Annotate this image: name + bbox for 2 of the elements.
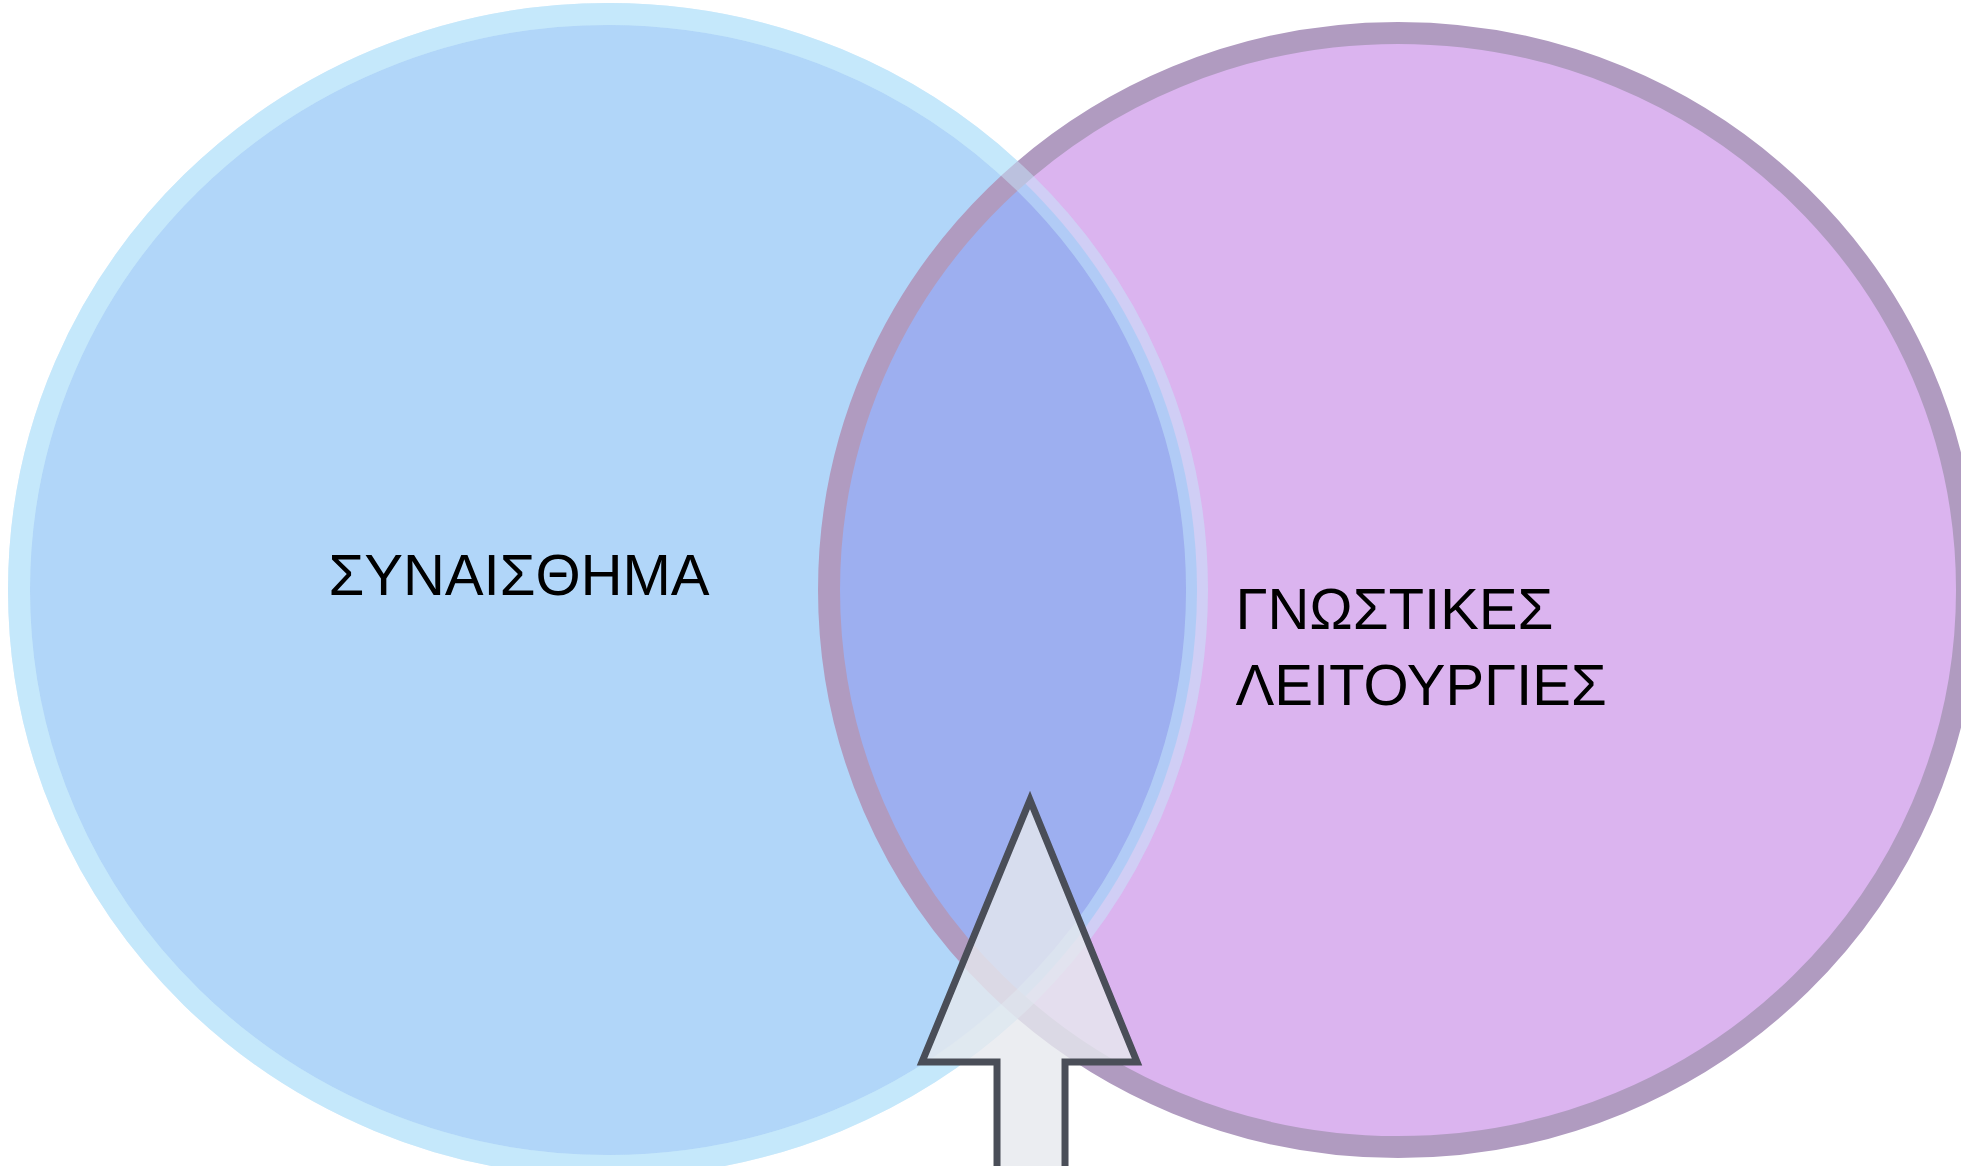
circle-label: ΓΝΩΣΤΙΚΕΣ ΛΕΙΤΟΥΡΓΙΕΣ [1235,588,1605,706]
circle-label: ΣΥΝΑΙΣΘΗΜΑ [331,554,710,596]
